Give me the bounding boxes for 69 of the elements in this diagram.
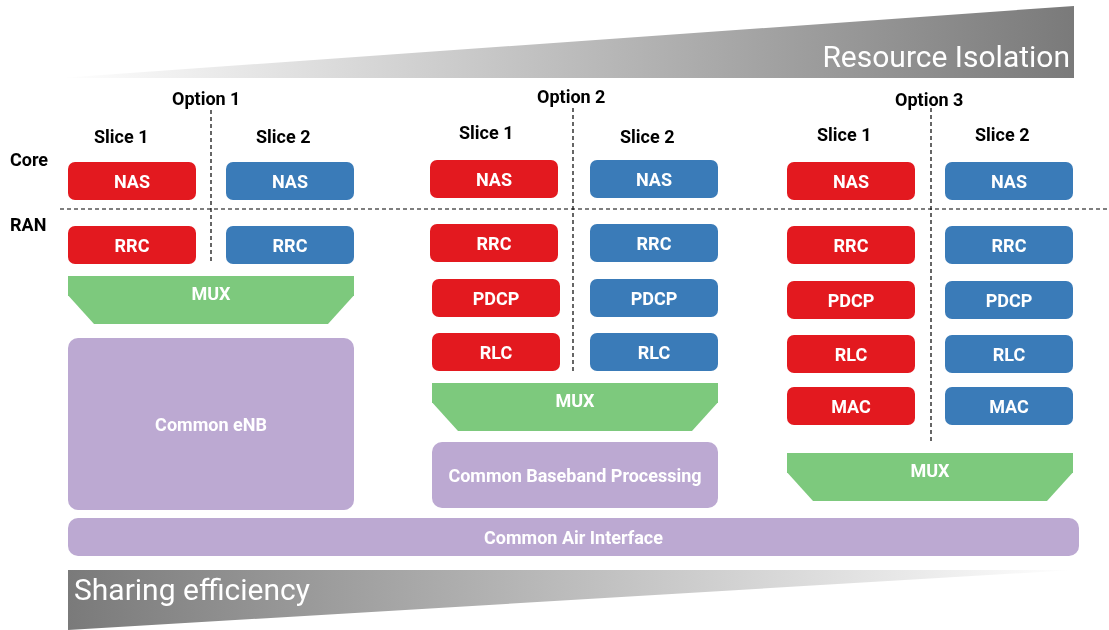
box-label: NAS [832, 170, 869, 192]
box-label: MUX [191, 283, 231, 304]
layer-box [68, 162, 196, 200]
layer-box [787, 387, 915, 425]
box-label: RRC [636, 232, 672, 254]
box-label: PDCP [985, 289, 1033, 311]
shared-block [68, 338, 354, 510]
layer-box [945, 226, 1073, 264]
box-label: NAS [113, 170, 150, 192]
box-label: RLC [637, 341, 671, 363]
shared-block [432, 442, 718, 508]
box-label: NAS [635, 168, 672, 190]
box-label: Common Air Interface [484, 526, 663, 548]
box-label: NAS [271, 170, 308, 192]
box-label: RRC [114, 234, 150, 256]
box-label: Common Baseband Processing [448, 464, 702, 486]
layer-box [432, 279, 560, 317]
slice-heading: Slice 1 [459, 122, 514, 143]
layer-box [590, 333, 718, 371]
box-label: RRC [991, 234, 1027, 256]
box-label: MUX [555, 390, 595, 411]
box-label: PDCP [827, 289, 875, 311]
layer-box [787, 226, 915, 264]
mux-trapezoid [68, 276, 354, 324]
layer-box [945, 387, 1073, 425]
layer-box [945, 335, 1073, 373]
box-label: MUX [910, 460, 950, 481]
layer-box [590, 160, 718, 198]
layer-box [945, 162, 1073, 200]
option-heading: Option 2 [537, 86, 606, 107]
option-heading: Option 3 [895, 89, 964, 110]
box-label: Resource Isolation [822, 39, 1070, 74]
box-label: NAS [475, 168, 512, 190]
slice-heading: Slice 1 [94, 126, 149, 147]
layer-box [787, 335, 915, 373]
layer-box [226, 226, 354, 264]
layer-box [945, 281, 1073, 319]
box-label: NAS [990, 170, 1027, 192]
layer-box [787, 281, 915, 319]
layer-box [430, 160, 558, 198]
box-label: RRC [272, 234, 308, 256]
option-heading: Option 1 [172, 88, 241, 109]
layer-box [590, 224, 718, 262]
mux-trapezoid [787, 453, 1073, 501]
layer-box [430, 224, 558, 262]
box-label: MAC [831, 395, 871, 417]
box-label: PDCP [630, 287, 678, 309]
box-label: MAC [989, 395, 1029, 417]
slice-heading: Slice 2 [620, 126, 675, 147]
layer-box [590, 279, 718, 317]
layer-box [432, 333, 560, 371]
layer-box [226, 162, 354, 200]
slice-heading: Slice 1 [817, 124, 872, 145]
layer-box [787, 162, 915, 200]
box-label: RRC [833, 234, 869, 256]
layer-heading: Core [10, 149, 49, 170]
layer-heading: RAN [10, 214, 47, 235]
box-label: RLC [479, 341, 513, 363]
slice-heading: Slice 2 [975, 124, 1030, 145]
mux-trapezoid [432, 383, 718, 431]
slice-heading: Slice 2 [256, 126, 311, 147]
box-label: Common eNB [155, 413, 267, 435]
box-label: RRC [476, 232, 512, 254]
box-label: RLC [834, 343, 868, 365]
box-label: RLC [992, 343, 1026, 365]
box-label: PDCP [472, 287, 520, 309]
layer-box [68, 226, 196, 264]
box-label: Sharing efficiency [74, 572, 310, 607]
shared-block [68, 518, 1079, 556]
